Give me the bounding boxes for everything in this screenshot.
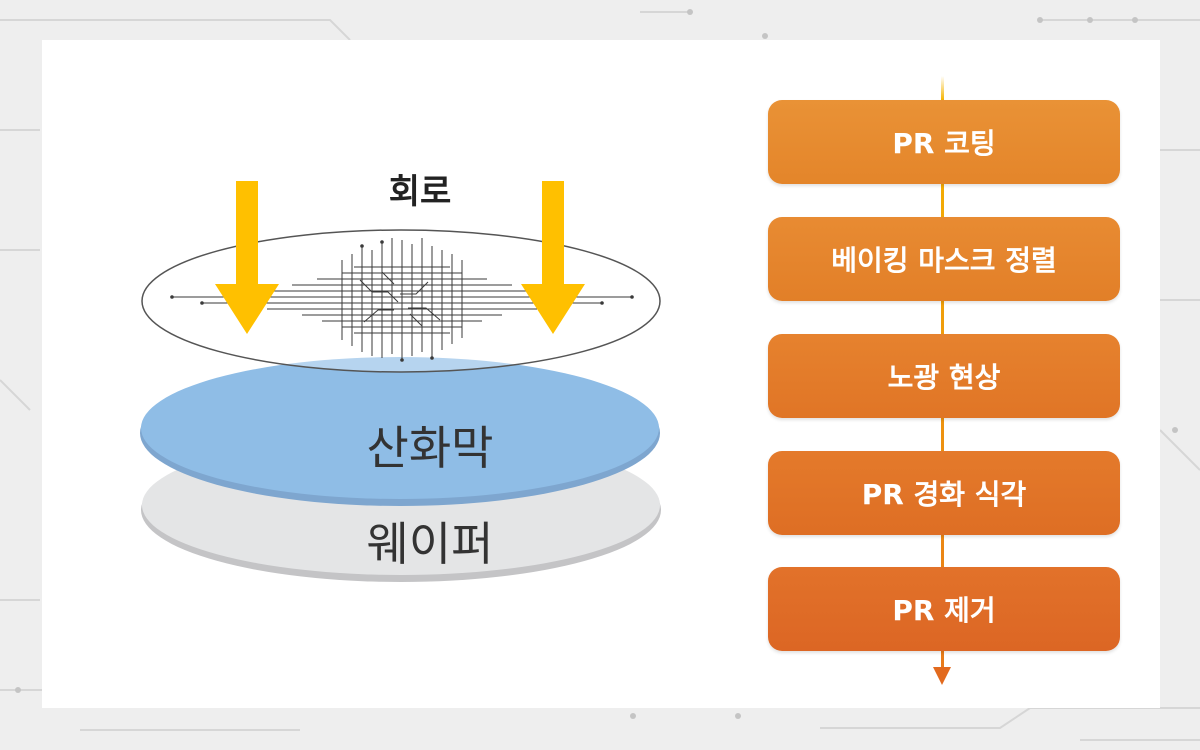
oxide-layer — [141, 357, 659, 499]
step-exposure-develop: 노광 현상 — [768, 334, 1120, 418]
step-pr-hardening-etch: PR 경화 식각 — [768, 451, 1120, 535]
oxide-layer-label: 산화막 — [366, 421, 494, 475]
wafer-layer-label: 웨이퍼 — [366, 517, 494, 571]
diagram-card: 회로 산화막 웨이퍼 PR 코팅 베이킹 마스크 정렬 노광 현상 PR 경화 … — [42, 40, 1160, 708]
step-pr-removal: PR 제거 — [768, 567, 1120, 651]
circuit-mask-layer — [141, 229, 661, 373]
step-pr-coating: PR 코팅 — [768, 100, 1120, 184]
right-down-arrow-icon — [521, 181, 585, 334]
step-baking-mask-align: 베이킹 마스크 정렬 — [768, 217, 1120, 301]
layer-stack-diagram — [140, 181, 661, 582]
circuit-label: 회로 — [388, 172, 452, 212]
flow-arrow-down-icon — [933, 667, 951, 685]
left-down-arrow-icon — [215, 181, 279, 334]
flow-line-top — [941, 76, 944, 100]
